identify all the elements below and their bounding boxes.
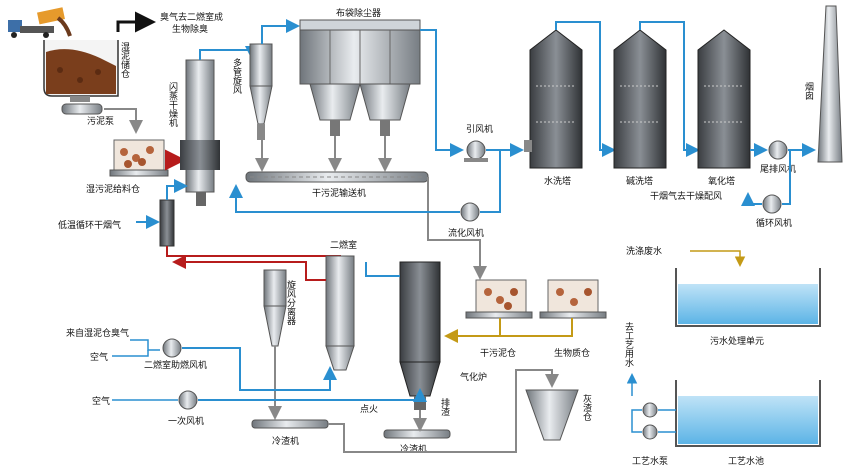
process-pump-icon bbox=[642, 402, 658, 440]
label-dry-sludge-bin: 干污泥仓 bbox=[480, 347, 516, 359]
label-aux-fan: 二燃室助燃风机 bbox=[144, 359, 207, 371]
process-water-tank bbox=[675, 380, 821, 447]
label-low-temp-gas: 低温循环干烟气 bbox=[58, 219, 121, 231]
alkali-tower bbox=[613, 29, 667, 169]
label-process-tank: 工艺水池 bbox=[728, 455, 764, 467]
primary-fan-icon bbox=[178, 390, 198, 410]
flash-dryer bbox=[180, 59, 220, 206]
label-alkali-tower: 碱洗塔 bbox=[626, 175, 653, 187]
label-chimney: 烟囱 bbox=[803, 81, 814, 101]
odor-arrow bbox=[116, 11, 156, 33]
aux-combustion-fan-icon bbox=[162, 338, 182, 358]
label-oxidation-tower: 氧化塔 bbox=[708, 175, 735, 187]
chimney bbox=[817, 5, 843, 163]
wet-feed-silo bbox=[109, 139, 169, 177]
oxidation-tower bbox=[697, 29, 751, 169]
label-ignition: 点火 bbox=[360, 404, 378, 415]
wastewater-tank bbox=[675, 268, 821, 327]
label-gasifier: 气化炉 bbox=[460, 371, 487, 383]
dump-truck-icon bbox=[8, 7, 72, 38]
label-cyclone-sep: 旋风分离器 bbox=[285, 279, 296, 325]
gasifier bbox=[399, 261, 441, 410]
dry-sludge-bin bbox=[465, 279, 533, 319]
label-to-process-water: 去工艺用水 bbox=[623, 321, 634, 367]
tail-fan-icon bbox=[768, 140, 788, 160]
label-slag-discharge: 排渣 bbox=[439, 397, 450, 416]
label-odor-note2: 生物除臭 bbox=[172, 23, 208, 35]
label-baghouse: 布袋除尘器 bbox=[336, 7, 381, 19]
wash-tower bbox=[524, 29, 583, 169]
dry-sludge-conveyor bbox=[245, 171, 429, 183]
label-wet-feed-silo: 湿污泥给料仓 bbox=[86, 183, 140, 195]
secondary-combustion-chamber bbox=[325, 255, 355, 371]
induced-fan-icon bbox=[464, 140, 488, 162]
label-induced-fan: 引风机 bbox=[466, 123, 493, 135]
label-air1: 空气 bbox=[90, 351, 108, 363]
biomass-bin bbox=[539, 279, 607, 319]
fluidization-fan-icon bbox=[460, 202, 480, 222]
label-sludge-pump: 污泥泵 bbox=[87, 115, 114, 127]
label-circ-fan: 循环风机 bbox=[756, 217, 792, 229]
label-cold-slag-1: 冷渣机 bbox=[272, 435, 299, 447]
cyclone-separator bbox=[263, 269, 287, 347]
label-secondary-chamber: 二燃室 bbox=[330, 239, 357, 251]
label-odor-note: 臭气去二燃室成 bbox=[160, 11, 223, 23]
label-wash-water: 洗涤废水 bbox=[626, 245, 662, 257]
label-wastewater-unit: 污水处理单元 bbox=[710, 335, 764, 347]
label-wet-silo: 湿泥储仓 bbox=[119, 42, 130, 78]
label-process-pump: 工艺水泵 bbox=[632, 455, 668, 467]
heat-exchanger bbox=[159, 199, 175, 247]
label-dry-conveyor: 干污泥输送机 bbox=[312, 187, 366, 199]
label-ash-bin: 灰渣仓 bbox=[581, 393, 592, 421]
cold-slag-machine-1 bbox=[251, 419, 329, 429]
label-multi-cyclone: 多管旋风 bbox=[231, 57, 242, 95]
ash-bin bbox=[525, 389, 579, 441]
label-cold-slag-2: 冷渣机 bbox=[400, 443, 427, 455]
cold-slag-machine-2 bbox=[383, 429, 451, 439]
label-paddle-dryer: 闪蒸干燥机 bbox=[167, 82, 178, 128]
label-dry-gas-return: 干烟气去干燥配风 bbox=[650, 190, 722, 202]
label-tail-fan: 尾排风机 bbox=[760, 163, 796, 175]
wet-sludge-silo bbox=[43, 40, 119, 102]
multi-cyclone bbox=[249, 43, 273, 140]
label-odor-from-silo: 来自湿泥仓臭气 bbox=[66, 327, 129, 339]
label-primary-fan: 一次风机 bbox=[168, 415, 204, 427]
label-fluid-fan: 流化风机 bbox=[448, 227, 484, 239]
label-wash-tower: 水洗塔 bbox=[544, 175, 571, 187]
label-biomass-bin: 生物质仓 bbox=[554, 347, 590, 359]
baghouse bbox=[299, 19, 421, 136]
circulation-fan-icon bbox=[762, 194, 782, 214]
label-air2: 空气 bbox=[92, 395, 110, 407]
sludge-pump-icon bbox=[61, 103, 103, 115]
